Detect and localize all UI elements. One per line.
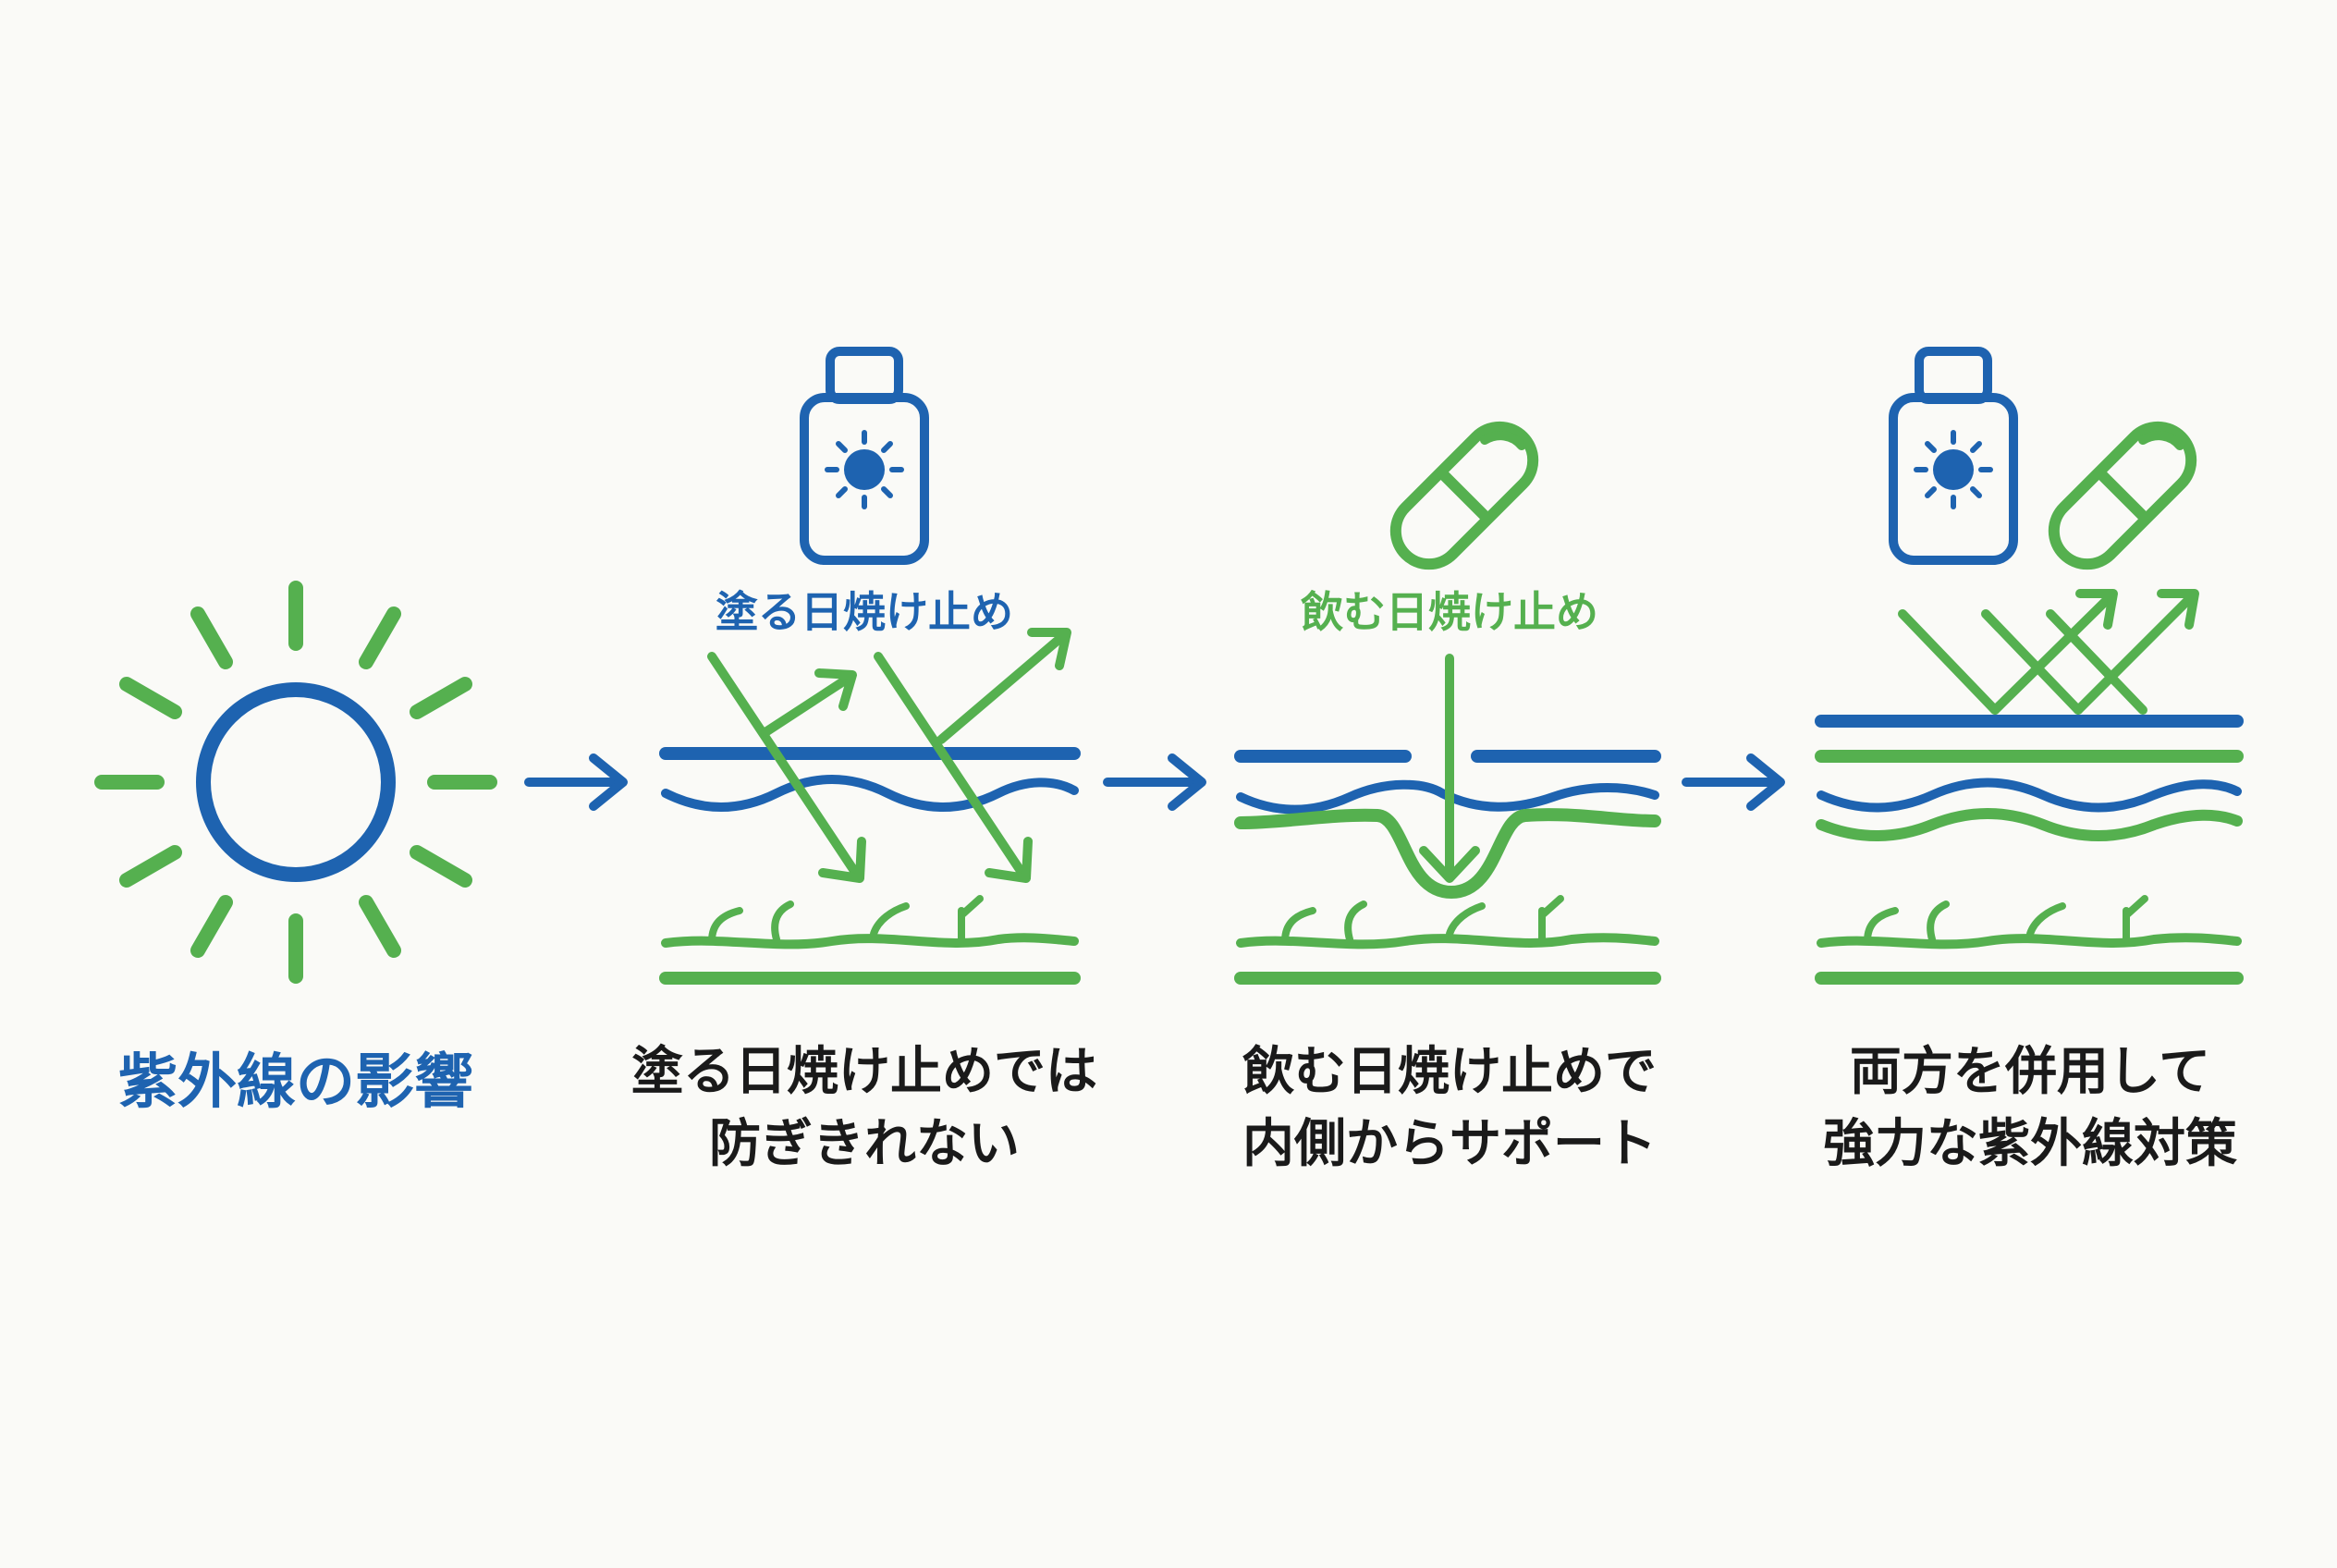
step2-caption-line2: 防ぎきれない bbox=[709, 1114, 1020, 1174]
step4-caption-line2: 強力な紫外線対策 bbox=[1823, 1114, 2237, 1174]
down-arrow-icon bbox=[1419, 654, 1480, 883]
step2-icon-label: 塗る日焼け止め bbox=[716, 587, 1013, 637]
skin-layers-illustration bbox=[1234, 750, 1661, 985]
sun-icon bbox=[94, 581, 497, 984]
skin-layers-illustration bbox=[1815, 715, 2244, 985]
arrow-right-icon bbox=[524, 753, 628, 811]
step3-caption-line1: 飲む日焼け止めで bbox=[1242, 1042, 1657, 1102]
sunscreen-bottle-icon bbox=[800, 347, 929, 565]
reflected-uv-arrows bbox=[1898, 589, 2199, 715]
uv-ray-arrows bbox=[707, 628, 1071, 883]
step4-caption-line1: 両方を併用して bbox=[1850, 1042, 2210, 1102]
arrow-right-icon bbox=[1682, 753, 1785, 811]
step3-icon-label: 飲む日焼け止め bbox=[1301, 587, 1598, 637]
capsule-icon bbox=[2048, 421, 2197, 570]
skin-layers-illustration bbox=[659, 747, 1081, 985]
arrow-right-icon bbox=[1103, 753, 1206, 811]
capsule-icon bbox=[1389, 421, 1539, 570]
sunscreen-bottle-icon bbox=[1889, 347, 2018, 565]
step2-caption-line1: 塗る日焼け止めでは bbox=[631, 1042, 1097, 1102]
step1-caption-line1: 紫外線の影響 bbox=[118, 1048, 473, 1117]
step3-caption-line2: 内側からサポート bbox=[1242, 1114, 1657, 1174]
